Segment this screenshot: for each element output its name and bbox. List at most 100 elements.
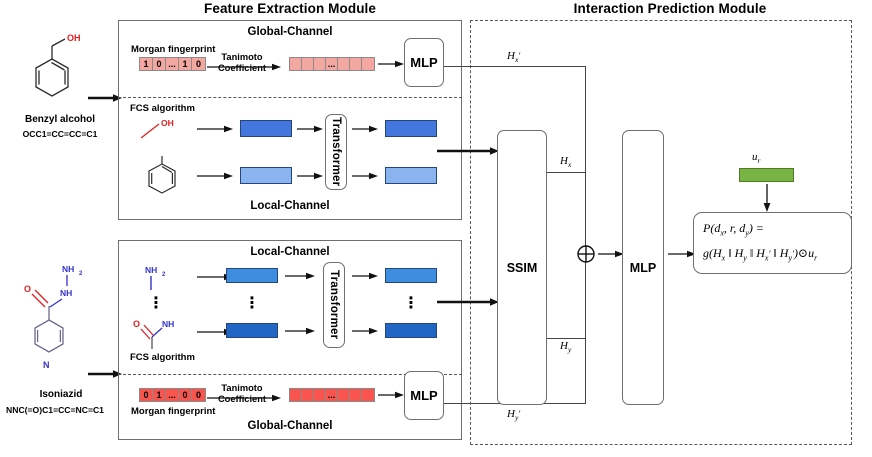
- top-local-channel-label: Local-Channel: [250, 200, 330, 212]
- bottom-fragment-1: NH 2: [131, 261, 191, 293]
- svg-text:OH: OH: [161, 118, 174, 128]
- fp-bit: ...: [166, 389, 179, 401]
- bottom-local-output-1: [385, 268, 437, 283]
- svg-text:NH: NH: [145, 265, 157, 275]
- sim-cell: [338, 389, 350, 401]
- svg-text:NH: NH: [162, 319, 174, 329]
- bottom-feature-panel: [118, 240, 462, 440]
- sim-cell: ...: [326, 58, 338, 70]
- sim-cell: [314, 58, 326, 70]
- drug-y-structure: NH 2 NH O N: [12, 258, 118, 388]
- sim-cell: [302, 58, 314, 70]
- top-panel-channel-divider: [118, 97, 462, 98]
- prediction-mlp-box[interactable]: MLP: [622, 130, 664, 405]
- svg-text:N: N: [43, 360, 50, 370]
- hx-lead-line: [547, 172, 586, 173]
- bottom-fragment-2: O NH: [131, 313, 195, 351]
- tanimoto-line1: Tanimoto: [221, 383, 263, 393]
- bottom-transformer-out1-arrow: [352, 271, 378, 281]
- hx-label: Hx: [560, 155, 572, 170]
- sim-cell: [314, 389, 326, 401]
- top-fingerprint-bits: 1 0 ... 1 0: [139, 57, 206, 71]
- top-local-output-1: [385, 120, 437, 137]
- drug-x-name: Benzyl alcohol: [24, 114, 95, 125]
- interaction-prediction-module-title: Interaction Prediction Module: [573, 1, 767, 16]
- bottom-local-to-ssim-arrow: [437, 296, 499, 308]
- bottom-morgan-fingerprint-label: Morgan fingerprint: [131, 406, 216, 417]
- hy-label: Hy: [560, 340, 572, 355]
- drug-x-structure: OH: [14, 30, 110, 115]
- top-morgan-fingerprint-label: Morgan fingerprint: [131, 44, 216, 55]
- sim-cell: [302, 389, 314, 401]
- top-feature-panel: [118, 20, 462, 220]
- top-embed2-to-transformer-arrow: [297, 171, 323, 181]
- fp-bit: 0: [153, 58, 166, 70]
- top-fcs-label: FCS algorithm: [130, 103, 195, 114]
- formula-line-1: P(dx, r, dy) =: [703, 220, 764, 237]
- fp-bit: 0: [195, 59, 201, 69]
- sim-cell: [350, 58, 362, 70]
- top-local-to-ssim-arrow: [437, 145, 499, 157]
- fp-bit: 0: [179, 389, 192, 401]
- bottom-global-channel-label: Global-Channel: [247, 420, 333, 432]
- feature-extraction-module-title: Feature Extraction Module: [203, 1, 377, 16]
- hx-prime-horizontal-line: [444, 66, 586, 67]
- drug-y-name: Isoniazid: [39, 389, 83, 400]
- svg-text:O: O: [24, 284, 31, 294]
- top-tanimoto-label: Tanimoto Coefficient: [209, 52, 275, 74]
- top-transformer-out1-arrow: [352, 124, 378, 134]
- bottom-local-embedding-1: [226, 268, 278, 283]
- fp-bit: 1: [153, 389, 166, 401]
- svg-text:OH: OH: [67, 33, 81, 43]
- bottom-global-mlp-box[interactable]: MLP: [404, 371, 444, 420]
- svg-text:NH: NH: [60, 288, 72, 298]
- bottom-tanimoto-label: Tanimoto Coefficient: [209, 383, 275, 405]
- mlp-to-formula-arrow: [668, 249, 696, 259]
- top-transformer-label: Transformer: [330, 117, 342, 187]
- sim-cell: [290, 58, 302, 70]
- ssim-box[interactable]: SSIM: [497, 130, 547, 405]
- top-global-channel-label: Global-Channel: [247, 26, 333, 38]
- bottom-fragment-ellipsis: ⋮: [148, 295, 164, 312]
- sim-cell: [350, 389, 362, 401]
- bottom-global-to-mlp-arrow: [378, 390, 404, 400]
- top-transformer-box[interactable]: Transformer: [325, 114, 347, 190]
- bottom-transformer-box[interactable]: Transformer: [323, 262, 345, 348]
- bottom-embed1-to-transformer-arrow: [285, 271, 315, 281]
- top-local-embedding-2: [240, 167, 292, 184]
- top-global-mlp-box[interactable]: MLP: [404, 38, 444, 87]
- hy-prime-label: Hy′: [507, 408, 521, 423]
- drug-y-input-arrow: [88, 368, 122, 380]
- drug-y-smiles: NNC(=O)C1=CC=NC=C1: [6, 405, 104, 415]
- svg-text:2: 2: [162, 272, 166, 278]
- top-local-output-2: [385, 167, 437, 184]
- hy-lead-line: [547, 338, 586, 339]
- hx-prime-vertical-line: [585, 66, 586, 246]
- top-fragment-1: OH: [137, 116, 193, 142]
- bottom-tanimoto-arrow: [207, 393, 281, 403]
- tanimoto-line2: Coefficient: [217, 394, 267, 404]
- top-fragment-2: [137, 155, 193, 199]
- top-global-to-mlp-arrow: [378, 59, 404, 69]
- top-frag1-arrow: [197, 124, 233, 134]
- relation-vector-label: ur: [752, 151, 761, 166]
- top-tanimoto-arrow: [207, 62, 281, 72]
- bottom-local-output-2: [385, 323, 437, 338]
- hx-prime-label: Hx′: [507, 50, 521, 65]
- sim-cell: ...: [326, 389, 338, 401]
- sim-cell: [338, 58, 350, 70]
- top-similarity-vector: ...: [289, 57, 375, 71]
- svg-text:2: 2: [79, 271, 83, 277]
- bottom-local-embedding-2: [226, 323, 278, 338]
- bottom-fcs-label: FCS algorithm: [130, 352, 195, 363]
- hy-prime-vertical-line: [585, 246, 586, 404]
- bottom-similarity-vector: ...: [289, 388, 375, 402]
- svg-text:NH: NH: [62, 264, 74, 274]
- relation-vector-box: [739, 168, 794, 182]
- bottom-output-ellipsis: ⋮: [403, 295, 419, 312]
- sim-cell: [290, 389, 302, 401]
- top-local-embedding-1: [240, 120, 292, 137]
- sim-cell: [362, 58, 374, 70]
- fp-bit: 0: [140, 389, 153, 401]
- formula-line-2: g(Hx ‖ Hy ‖ Hx′ ‖ Hy′)⊙ur: [703, 246, 818, 263]
